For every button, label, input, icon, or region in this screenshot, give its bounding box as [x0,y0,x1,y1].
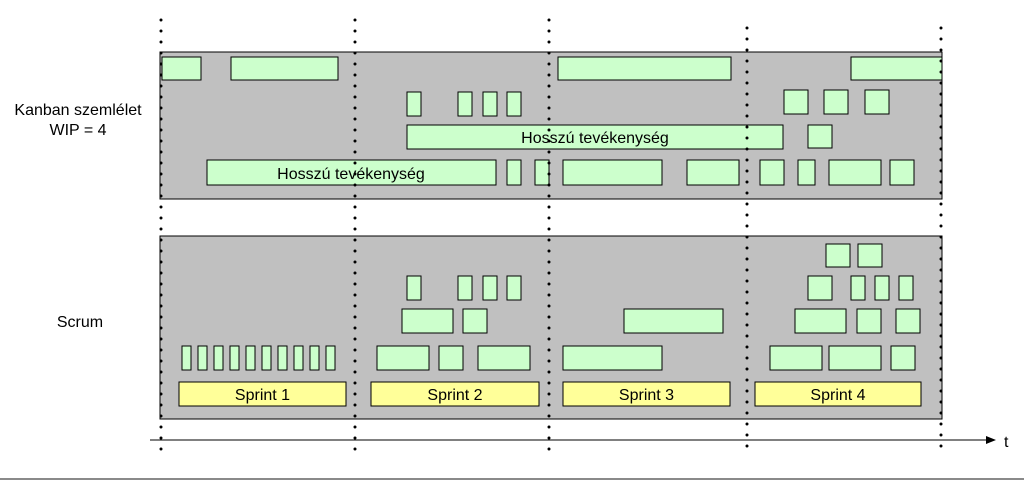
scrum-task [229,345,240,371]
kanban-task [864,89,890,115]
sprint-box [178,381,347,407]
kanban-task [230,56,339,81]
scrum-task [828,345,882,371]
sprint-box [370,381,540,407]
scrum-task [856,308,882,334]
kanban-task [850,56,943,81]
kanban-label: Kanban szemlélet WIP = 4 [0,101,156,141]
scrum-task [181,345,192,371]
scrum-task [438,345,464,371]
time-dividers [159,18,943,457]
scrum-task [794,308,847,334]
scrum-task [376,345,430,371]
kanban-task [161,56,202,81]
scrum-task [857,243,883,268]
kanban-task [807,124,833,149]
kanban-label-line1: Kanban szemlélet [14,102,142,119]
sprint-box [562,381,731,407]
scrum-task [850,275,866,301]
kanban-task [457,91,473,117]
kanban-task [783,89,809,115]
kanban-task [406,91,422,117]
sprint-boxes: Sprint 1 Sprint 2 Sprint 3 Sprint 4 [178,381,922,407]
sprint-box [754,381,922,407]
time-axis-arrow [986,436,996,444]
scrum-task [477,345,531,371]
scrum-task [874,275,890,301]
kanban-long-activity-bottom [206,159,497,186]
kanban-task [557,56,732,81]
kanban-long-activity-top [406,124,784,150]
kanban-task [562,159,663,186]
kanban-task [534,159,550,186]
kanban-task [889,159,915,186]
scrum-task [462,308,488,334]
kanban-label-line2: WIP = 4 [49,122,107,139]
scrum-task [325,345,336,371]
scrum-task [769,345,823,371]
scrum-task [197,345,208,371]
scrum-task [277,345,288,371]
scrum-task [895,308,921,334]
sprint-label: Sprint 1 [235,387,290,404]
scrum-label: Scrum [56,314,104,331]
kanban-task [759,159,785,186]
kanban-long-activity-bottom-label: Hosszú tevékenység [277,166,425,183]
scrum-task [482,275,498,301]
scrum-task [890,345,916,371]
scrum-task [245,345,256,371]
kanban-task [506,91,522,117]
scrum-task [293,345,304,371]
scrum-task [562,345,663,371]
kanban-long-activity-top-label: Hosszú tevékenység [521,130,669,147]
scrum-task [623,308,724,334]
scrum-task [309,345,320,371]
sprint-label: Sprint 2 [427,387,482,404]
scrum-task [457,275,473,301]
kanban-task [482,91,498,117]
scrum-task [401,308,454,334]
kanban-task [686,159,740,186]
sprint-label: Sprint 4 [810,387,865,404]
kanban-task [828,159,882,186]
scrum-task [406,275,422,301]
kanban-task [797,159,816,186]
scrum-task [506,275,522,301]
scrum-task [213,345,224,371]
kanban-task [823,89,849,115]
scrum-task [261,345,272,371]
bottom-rule [0,478,1024,480]
scrum-task [825,243,851,268]
scrum-task [807,275,833,301]
sprint-label: Sprint 3 [619,387,674,404]
time-axis-label: t [1004,434,1009,451]
scrum-task [898,275,914,301]
scrum-tasks [181,243,921,371]
kanban-task [506,159,522,186]
